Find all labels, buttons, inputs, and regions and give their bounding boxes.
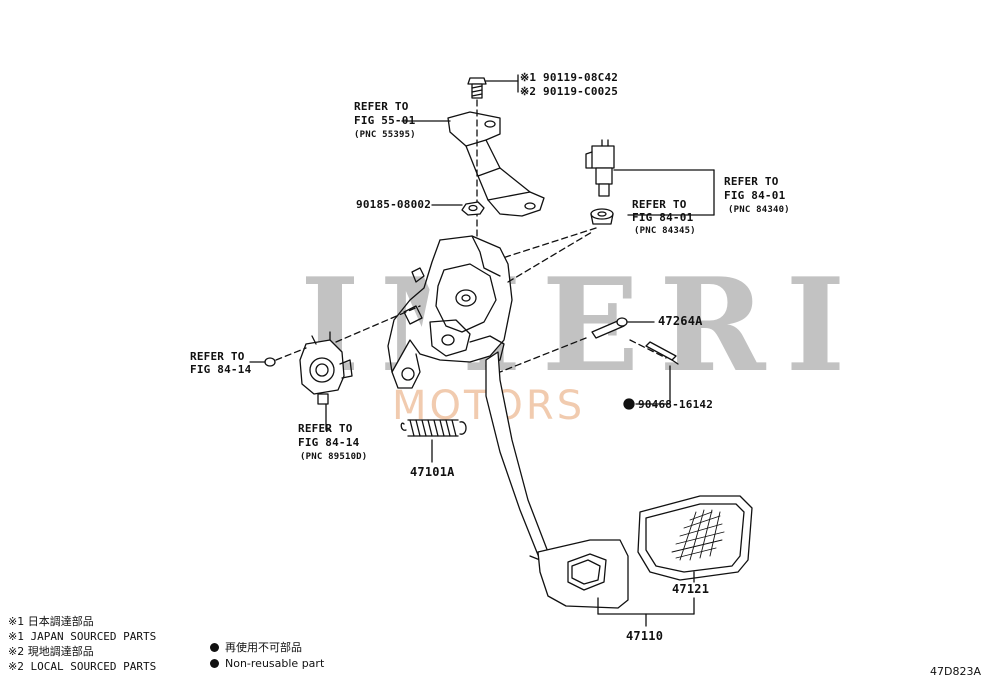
retaining-clip <box>645 341 679 365</box>
refer-84-14-left-line1: REFER TO <box>190 350 245 363</box>
upper-bracket <box>447 111 545 217</box>
pedal-47110-label: 47110 <box>626 629 664 643</box>
stop-lamp-switch <box>585 139 615 197</box>
non-reusable-marker <box>623 398 635 410</box>
pad-47121-label: 47121 <box>672 582 710 596</box>
pin-47264a-label: 47264A <box>658 314 703 328</box>
legend-local-en: ※2 LOCAL SOURCED PARTS <box>8 660 157 673</box>
legend-nonreusable-jp: 再使用不可部品 <box>210 640 302 655</box>
legend-nonreusable-en: Non-reusable part <box>210 656 324 671</box>
legend-japan-jp: ※1 日本調達部品 <box>8 615 94 628</box>
refer-55-line3: (PNC 55395) <box>354 130 416 140</box>
pedal-pad <box>637 495 753 581</box>
legend-nonreusable-jp-text: 再使用不可部品 <box>225 641 302 654</box>
bolt-callout-line2: ※2 90119-C0025 <box>520 85 619 98</box>
nut-90185 <box>461 201 485 216</box>
refer-84-14-sensor-line3: (PNC 89510D) <box>300 452 368 462</box>
bullet-icon <box>210 643 219 652</box>
refer-84-01-cushion-line3: (PNC 84345) <box>634 226 696 236</box>
nut-90185-label: 90185-08002 <box>356 198 432 211</box>
bolt-callout-line1: ※1 90119-08C42 <box>520 71 619 84</box>
pedal-support-bracket <box>387 235 513 389</box>
clevis-pin <box>591 317 628 339</box>
refer-84-01-switch-line1: REFER TO <box>724 175 779 188</box>
bolt-part <box>467 77 487 99</box>
bullet-icon <box>210 659 219 668</box>
stroke-sensor <box>299 331 353 405</box>
refer-84-01-switch-line2: FIG 84-01 <box>724 189 786 202</box>
legend-nonreusable-en-text: Non-reusable part <box>225 657 325 670</box>
brake-pedal-arm <box>485 351 629 609</box>
legend-japan-en: ※1 JAPAN SOURCED PARTS <box>8 630 157 643</box>
stopper-cushion <box>590 208 614 225</box>
refer-84-01-cushion-line2: FIG 84-01 <box>632 211 694 224</box>
figure-code: 47D823A <box>930 665 981 678</box>
refer-84-01-switch-line3: (PNC 84340) <box>728 205 790 215</box>
clip-90468-label: 90468-16142 <box>638 398 714 411</box>
refer-84-14-left-line2: FIG 84-14 <box>190 363 252 376</box>
legend-local-jp: ※2 現地調達部品 <box>8 645 94 658</box>
refer-55-line2: FIG 55-01 <box>354 114 416 127</box>
refer-55-line1: REFER TO <box>354 100 409 113</box>
return-spring <box>400 419 467 437</box>
refer-84-14-sensor-line1: REFER TO <box>298 422 353 435</box>
spring-47101a-label: 47101A <box>410 465 455 479</box>
refer-84-14-sensor-line2: FIG 84-14 <box>298 436 360 449</box>
refer-84-01-cushion-line1: REFER TO <box>632 198 687 211</box>
